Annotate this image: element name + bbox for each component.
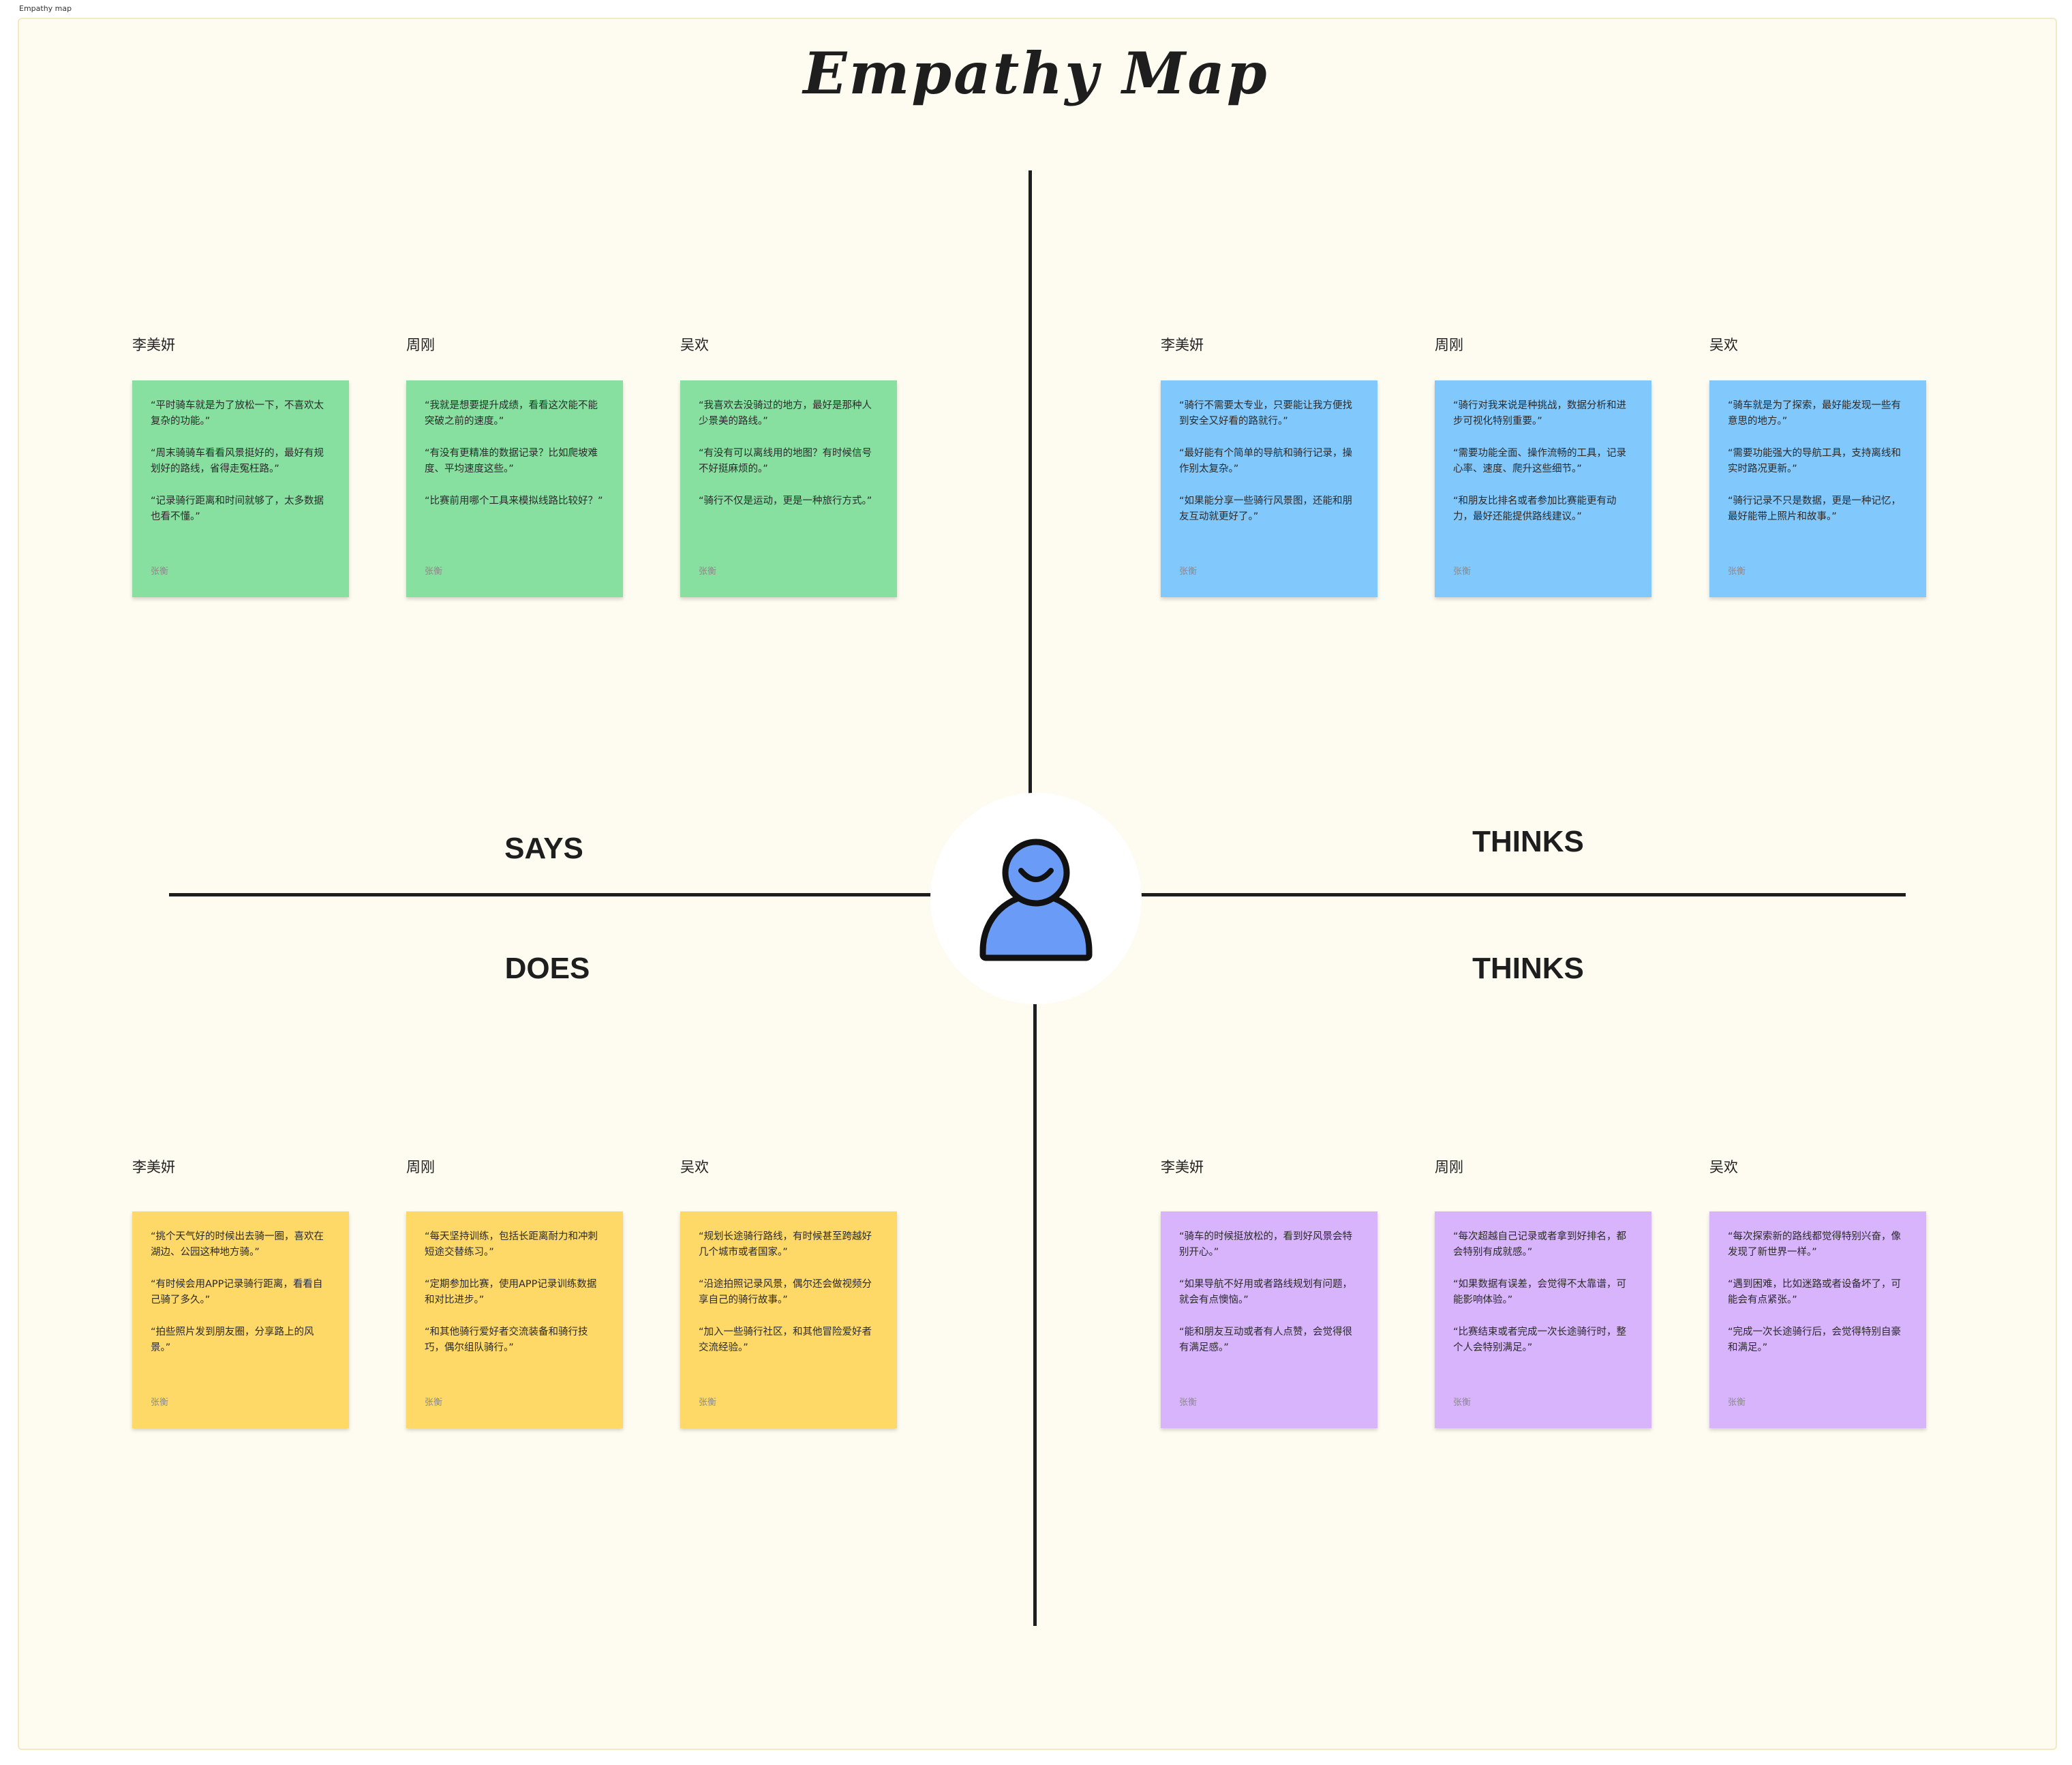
- sticky-note[interactable]: “骑行对我来说是种挑战，数据分析和进步可视化特别重要。” “需要功能全面、操作流…: [1435, 380, 1651, 597]
- persona-name[interactable]: 李美妍: [132, 1159, 175, 1175]
- sticky-note[interactable]: “每次探索新的路线都觉得特别兴奋，像发现了新世界一样。” “遇到困难，比如迷路或…: [1709, 1211, 1926, 1428]
- note-author: 张衡: [425, 567, 443, 577]
- quote: “平时骑车就是为了放松一下，不喜欢太复杂的功能。”: [151, 400, 324, 427]
- quote: “每天坚持训练，包括长距离耐力和冲刺短途交替练习。”: [425, 1231, 598, 1258]
- quote: “骑行不仅是运动，更是一种旅行方式。”: [699, 496, 872, 507]
- quote: “能和朋友互动或者有人点赞，会觉得很有满足感。”: [1179, 1327, 1353, 1353]
- persona-name[interactable]: 周刚: [1435, 1159, 1463, 1175]
- quote: “最好能有个简单的导航和骑行记录，操作别太复杂。”: [1179, 448, 1353, 474]
- divider-vertical-bottom: [1033, 1002, 1037, 1626]
- quote: “骑行记录不只是数据，更是一种记忆，最好能带上照片和故事。”: [1728, 496, 1902, 522]
- persona-name[interactable]: 吴欢: [680, 1159, 709, 1175]
- sticky-note[interactable]: “骑行不需要太专业，只要能让我方便找到安全又好看的路就行。” “最好能有个简单的…: [1161, 380, 1377, 597]
- sticky-note[interactable]: “骑车就是为了探索，最好能发现一些有意思的地方。” “需要功能强大的导航工具，支…: [1709, 380, 1926, 597]
- sticky-note[interactable]: “挑个天气好的时候出去骑一圈，喜欢在湖边、公园这种地方骑。” “有时候会用APP…: [132, 1211, 349, 1428]
- quote: “需要功能全面、操作流畅的工具，记录心率、速度、爬升这些细节。”: [1453, 448, 1627, 474]
- quadrant-label-does[interactable]: DOES: [504, 952, 590, 985]
- quote: “我喜欢去没骑过的地方，最好是那种人少景美的路线。”: [699, 400, 872, 427]
- note-author: 张衡: [1179, 1398, 1198, 1408]
- note-author: 张衡: [1728, 1398, 1746, 1408]
- quote: “每次探索新的路线都觉得特别兴奋，像发现了新世界一样。”: [1728, 1231, 1902, 1258]
- persona-name[interactable]: 李美妍: [1161, 337, 1204, 353]
- quote: “遇到困难，比如迷路或者设备坏了，可能会有点紧张。”: [1728, 1279, 1902, 1306]
- note-author: 张衡: [699, 1398, 717, 1408]
- sticky-note[interactable]: “我喜欢去没骑过的地方，最好是那种人少景美的路线。” “有没有可以离线用的地图？…: [680, 380, 897, 597]
- quote: “骑行对我来说是种挑战，数据分析和进步可视化特别重要。”: [1453, 400, 1627, 427]
- quote: “每次超越自己记录或者拿到好排名，都会特别有成就感。”: [1453, 1231, 1627, 1258]
- quote: “如果导航不好用或者路线规划有问题，就会有点懊恼。”: [1179, 1279, 1353, 1306]
- sticky-note[interactable]: “骑车的时候挺放松的，看到好风景会特别开心。” “如果导航不好用或者路线规划有问…: [1161, 1211, 1377, 1428]
- quote: “比赛结束或者完成一次长途骑行时，整个人会特别满足。”: [1453, 1327, 1627, 1353]
- quote: “完成一次长途骑行后，会觉得特别自豪和满足。”: [1728, 1327, 1902, 1353]
- quote: “骑车的时候挺放松的，看到好风景会特别开心。”: [1179, 1231, 1353, 1258]
- persona-name[interactable]: 吴欢: [1709, 337, 1738, 353]
- sticky-note[interactable]: “规划长途骑行路线，有时候甚至跨越好几个城市或者国家。” “沿途拍照记录风景，偶…: [680, 1211, 897, 1428]
- note-author: 张衡: [699, 567, 717, 577]
- note-author: 张衡: [151, 1398, 169, 1408]
- quadrant-label-thinks[interactable]: THINKS: [1472, 825, 1584, 858]
- note-author: 张衡: [1453, 567, 1472, 577]
- quote: “记录骑行距离和时间就够了，太多数据也看不懂。”: [151, 496, 324, 522]
- sticky-note[interactable]: “平时骑车就是为了放松一下，不喜欢太复杂的功能。” “周末骑骑车看看风景挺好的，…: [132, 380, 349, 597]
- quote: “规划长途骑行路线，有时候甚至跨越好几个城市或者国家。”: [699, 1231, 872, 1258]
- persona-name[interactable]: 周刚: [406, 337, 435, 353]
- persona-name[interactable]: 周刚: [406, 1159, 435, 1175]
- quote: “挑个天气好的时候出去骑一圈，喜欢在湖边、公园这种地方骑。”: [151, 1231, 324, 1258]
- user-avatar-icon[interactable]: [975, 835, 1097, 961]
- quote: “如果能分享一些骑行风景图，还能和朋友互动就更好了。”: [1179, 496, 1353, 522]
- quote: “骑行不需要太专业，只要能让我方便找到安全又好看的路就行。”: [1179, 400, 1353, 427]
- persona-name[interactable]: 李美妍: [1161, 1159, 1204, 1175]
- quote: “和朋友比排名或者参加比赛能更有动力，最好还能提供路线建议。”: [1453, 496, 1617, 522]
- sticky-note[interactable]: “每天坚持训练，包括长距离耐力和冲刺短途交替练习。” “定期参加比赛，使用APP…: [406, 1211, 623, 1428]
- persona-name[interactable]: 吴欢: [680, 337, 709, 353]
- quote: “加入一些骑行社区，和其他冒险爱好者交流经验。”: [699, 1327, 872, 1353]
- persona-name[interactable]: 吴欢: [1709, 1159, 1738, 1175]
- sticky-note[interactable]: “每次超越自己记录或者拿到好排名，都会特别有成就感。” “如果数据有误差，会觉得…: [1435, 1211, 1651, 1428]
- quadrant-label-feels[interactable]: THINKS: [1472, 952, 1584, 985]
- note-author: 张衡: [1453, 1398, 1472, 1408]
- quote: “有时候会用APP记录骑行距离，看看自己骑了多久。”: [151, 1279, 323, 1306]
- note-author: 张衡: [1728, 567, 1746, 577]
- quote: “骑车就是为了探索，最好能发现一些有意思的地方。”: [1728, 400, 1902, 427]
- note-author: 张衡: [425, 1398, 443, 1408]
- quote: “我就是想要提升成绩，看看这次能不能突破之前的速度。”: [425, 400, 598, 427]
- persona-name[interactable]: 周刚: [1435, 337, 1463, 353]
- quote: “沿途拍照记录风景，偶尔还会做视频分享自己的骑行故事。”: [699, 1279, 872, 1306]
- quote: “如果数据有误差，会觉得不太靠谱，可能影响体验。”: [1453, 1279, 1627, 1306]
- persona-name[interactable]: 李美妍: [132, 337, 175, 353]
- note-author: 张衡: [1179, 567, 1198, 577]
- note-author: 张衡: [151, 567, 169, 577]
- quote: “有没有更精准的数据记录？比如爬坡难度、平均速度这些。”: [425, 448, 598, 474]
- page-title[interactable]: Empathy Map: [803, 40, 1269, 107]
- divider-horizontal-right: [1141, 893, 1906, 896]
- quote: “需要功能强大的导航工具，支持离线和实时路况更新。”: [1728, 448, 1902, 474]
- frame-label[interactable]: Empathy map: [19, 4, 72, 13]
- quote: “周末骑骑车看看风景挺好的，最好有规划好的路线，省得走冤枉路。”: [151, 448, 324, 474]
- divider-horizontal-left: [169, 893, 934, 896]
- quote: “和其他骑行爱好者交流装备和骑行技巧，偶尔组队骑行。”: [425, 1327, 588, 1353]
- quadrant-label-says[interactable]: SAYS: [504, 832, 583, 865]
- quote: “拍些照片发到朋友圈，分享路上的风景。”: [151, 1327, 314, 1353]
- sticky-note[interactable]: “我就是想要提升成绩，看看这次能不能突破之前的速度。” “有没有更精准的数据记录…: [406, 380, 623, 597]
- quote: “定期参加比赛，使用APP记录训练数据和对比进步。”: [425, 1279, 597, 1306]
- divider-vertical-top: [1029, 170, 1032, 794]
- quote: “有没有可以离线用的地图？有时候信号不好挺麻烦的。”: [699, 448, 872, 474]
- quote: “比赛前用哪个工具来模拟线路比较好？”: [425, 496, 603, 507]
